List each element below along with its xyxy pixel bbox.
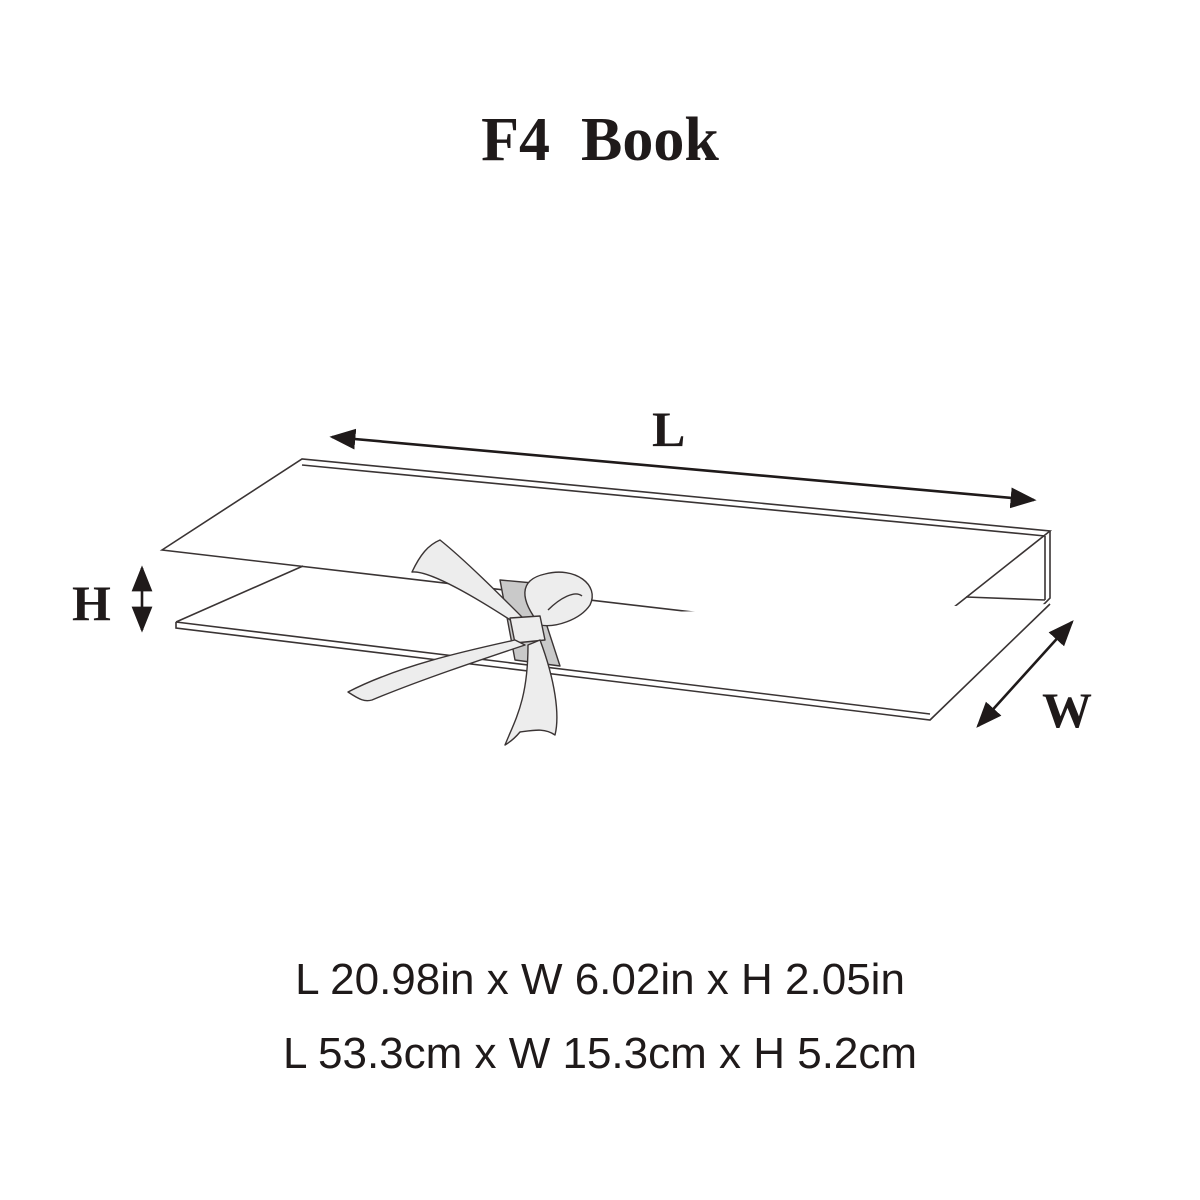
length-label: L	[652, 401, 685, 457]
spec-metric: L 53.3cm x W 15.3cm x H 5.2cm	[282, 1029, 918, 1078]
base-back-edge	[965, 596, 1046, 601]
width-arrow	[976, 620, 1074, 728]
ribbon-left-tail	[347, 639, 526, 702]
ribbon-right-loop	[524, 571, 593, 627]
ribbon-left-loop	[411, 539, 526, 626]
width-label: W	[1042, 682, 1092, 738]
page-title: F4 Book	[481, 106, 719, 174]
ribbon-knot	[509, 615, 546, 644]
ribbon-bow	[347, 539, 593, 746]
ribbon-right-tail	[504, 639, 558, 746]
base-front-edge	[175, 621, 931, 715]
length-arrow	[329, 428, 1037, 509]
height-label: H	[72, 575, 111, 631]
box-outline	[159, 458, 1053, 721]
spec-imperial: L 20.98in x W 6.02in x H 2.05in	[295, 955, 905, 1004]
dimension-arrows	[131, 428, 1074, 728]
